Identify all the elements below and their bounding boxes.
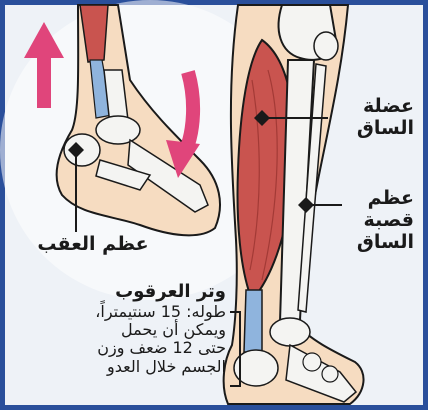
shin-bone-label-line1: عظم — [340, 188, 414, 210]
achilles-desc-line4: الجسم خلال العدو — [30, 358, 226, 376]
achilles-desc-line1: طوله: 15 سنتيمتراً، — [30, 303, 226, 321]
calf-muscle-label-line2: الساق — [330, 118, 414, 140]
heel-bone-label: عظم العقب — [18, 234, 168, 256]
calf-muscle-label: عضلة الساق — [330, 96, 414, 140]
achilles-title: وتر العرقوب — [30, 282, 226, 303]
achilles-desc-line3: حتى 12 ضعف وزن — [30, 339, 226, 357]
shin-bone-label: عظم قصبة الساق — [340, 188, 414, 254]
achilles-tendon-label: وتر العرقوب طوله: 15 سنتيمتراً، ويمكن أن… — [30, 282, 226, 376]
heel-bone-label-text: عظم العقب — [37, 233, 148, 255]
shin-bone-label-line2: قصبة — [340, 210, 414, 232]
achilles-desc-line2: ويمكن أن يحمل — [30, 321, 226, 339]
calf-muscle-label-line1: عضلة — [330, 96, 414, 118]
shin-bone-label-line3: الساق — [340, 232, 414, 254]
